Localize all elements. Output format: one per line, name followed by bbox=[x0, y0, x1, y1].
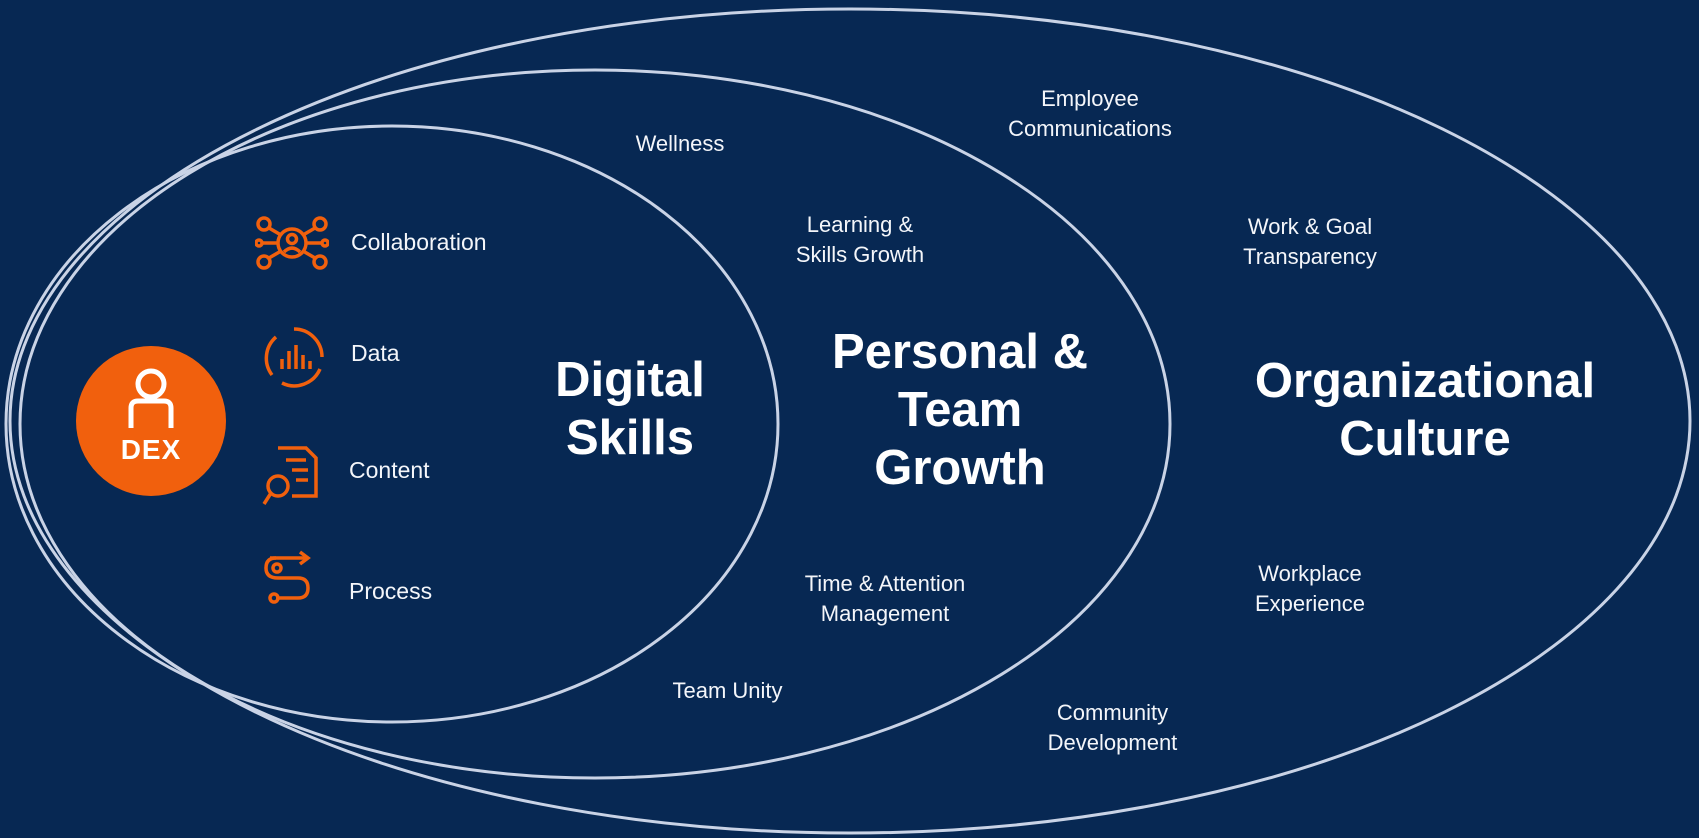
content-search-icon bbox=[262, 446, 318, 505]
collaboration-label: Collaboration bbox=[351, 229, 487, 255]
data-label: Data bbox=[351, 340, 400, 366]
digital-skills-ring bbox=[4, 124, 780, 724]
digital-skills-title: Digital Skills bbox=[555, 353, 705, 465]
personal-team-growth-title: Personal & Team Growth bbox=[832, 325, 1088, 495]
work-goal-transparency-label: Work & Goal Transparency bbox=[1243, 214, 1377, 269]
data-chart-icon bbox=[264, 327, 324, 388]
personal-team-growth-ring bbox=[18, 68, 1172, 780]
organizational-culture-ring bbox=[8, 7, 1692, 835]
organizational-culture-title: Organizational Culture bbox=[1254, 354, 1596, 466]
dex-badge: DEX bbox=[76, 346, 226, 496]
team-unity-label: Team Unity bbox=[672, 678, 783, 703]
employee-communications-label: Employee Communications bbox=[1008, 86, 1172, 141]
content-label: Content bbox=[349, 457, 430, 483]
learning-skills-growth-label: Learning & Skills Growth bbox=[795, 212, 925, 267]
community-development-label: Community Development bbox=[1047, 700, 1178, 755]
person-icon bbox=[128, 368, 174, 428]
wellness-label: Wellness bbox=[635, 131, 725, 156]
time-attention-management-label: Time & Attention Management bbox=[804, 571, 966, 626]
collaboration-network-icon bbox=[255, 216, 329, 270]
process-flow-icon bbox=[264, 550, 311, 604]
dex-label: DEX bbox=[120, 434, 182, 465]
process-label: Process bbox=[349, 578, 433, 604]
workplace-experience-label: Workplace Experience bbox=[1254, 561, 1366, 616]
